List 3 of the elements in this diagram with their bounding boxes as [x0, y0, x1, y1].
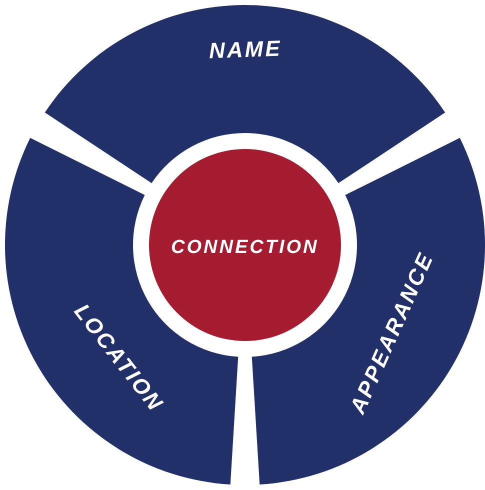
segment-label: NAME	[208, 36, 282, 64]
segment-label: CONNECTION	[171, 237, 319, 259]
ring-segment	[44, 5, 446, 184]
